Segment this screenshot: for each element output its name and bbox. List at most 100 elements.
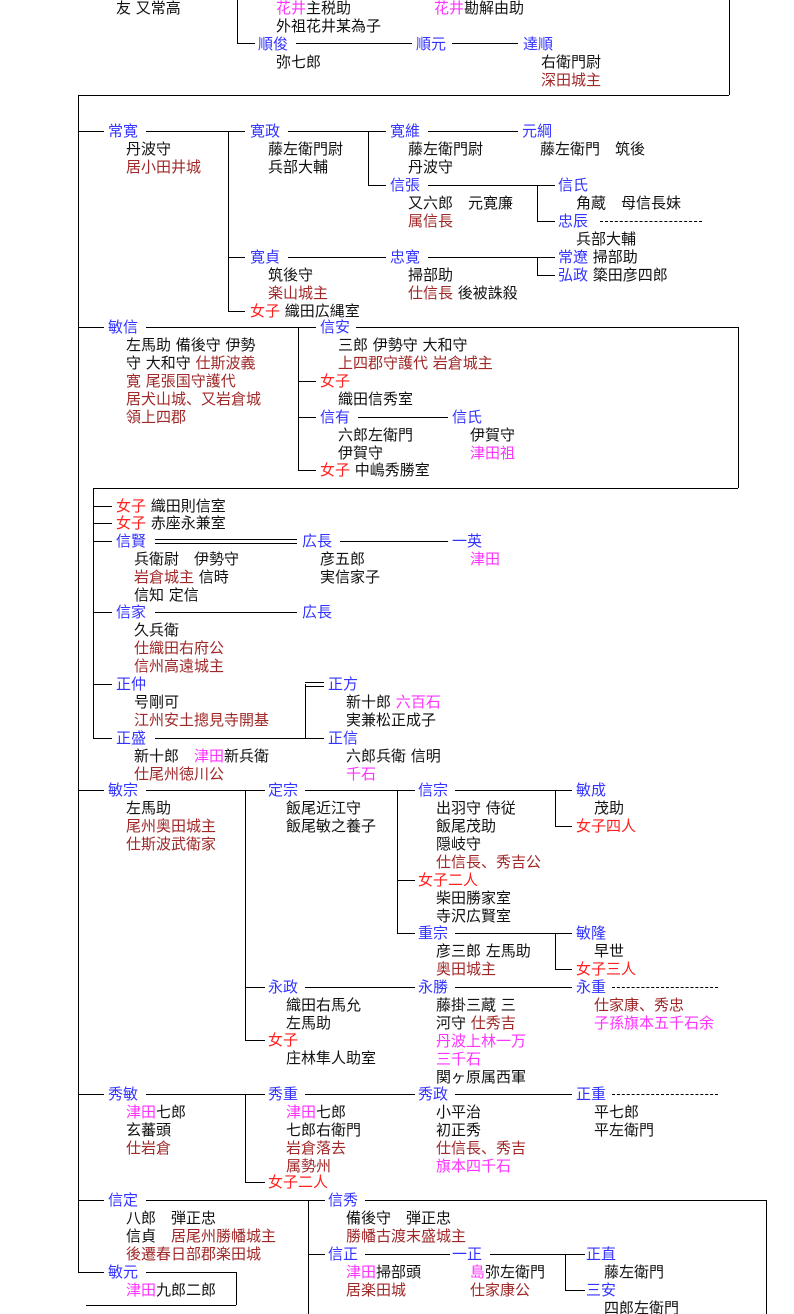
connector-line — [305, 738, 324, 739]
person-name: 信賢 — [116, 532, 146, 550]
person-name: 女子四人 — [576, 817, 636, 835]
office-text: 仕尾州徳川公 — [134, 765, 225, 783]
detail-text: 信知 定信 — [134, 586, 199, 604]
person-name: 常寛 — [108, 122, 138, 140]
person-detail: 上四郡守護代 岩倉城主 — [338, 354, 493, 372]
office-text: 仕信長 — [408, 284, 454, 302]
person-detail: 居楽田城 — [346, 1281, 406, 1299]
person-name: 女子二人 — [268, 1173, 328, 1191]
person-detail: 外祖花井某為子 — [276, 17, 381, 35]
text-segment: 弥左衛門 — [485, 1263, 546, 1281]
detail-text: 藤左衛門尉 — [268, 140, 344, 158]
text-segment: 女子 — [250, 302, 281, 320]
person-detail: 千石 — [346, 765, 376, 783]
person-detail: 河守 仕秀吉 — [436, 1014, 516, 1032]
person-detail: 筑後守 — [268, 266, 313, 284]
connector-line — [555, 933, 556, 969]
person-detail: 早世 — [594, 942, 624, 960]
office-text: 深田城主 — [541, 71, 602, 89]
connector-line — [305, 686, 324, 687]
detail-text: 号剛可 — [134, 693, 180, 711]
connector-line — [365, 1254, 450, 1255]
person-detail: 関ヶ原属西軍 — [436, 1068, 526, 1086]
text-segment: 女子 — [268, 1031, 299, 1049]
text-segment: 友 又常高 — [116, 0, 181, 17]
person-detail: 隠岐守 — [436, 835, 481, 853]
person-name: 一英 — [452, 532, 482, 550]
detail-text: 兵衛尉 伊勢守 — [134, 550, 240, 568]
connector-line — [612, 987, 718, 988]
person-detail: 初正秀 — [436, 1121, 481, 1139]
surname-highlight: 津田 — [346, 1263, 377, 1281]
name-text: 元綱 — [522, 122, 553, 140]
person-name: 秀敏 — [108, 1085, 138, 1103]
connector-line — [78, 1200, 104, 1201]
office-text: 属信長 — [408, 212, 454, 230]
office-text: 仕斯波武衛家 — [126, 835, 217, 853]
person-name: 永重 — [576, 978, 606, 996]
name-text: 達順 — [523, 35, 554, 53]
surname-highlight: 花井 — [276, 0, 307, 17]
person-detail: 仕斯波武衛家 — [126, 835, 216, 853]
person-detail: 後遷春日部郡楽田城 — [126, 1245, 261, 1263]
text-segment: 女子三人 — [576, 960, 637, 978]
connector-line — [245, 1040, 265, 1041]
connector-line — [298, 417, 316, 418]
text-segment: 織田則信室 — [146, 497, 226, 515]
name-text: 信賢 — [116, 532, 147, 550]
detail-text: 実信家子 — [320, 568, 381, 586]
person-name: 敏成 — [576, 781, 606, 799]
connector-line — [428, 257, 555, 258]
detail-text: 四郎左衛門 — [604, 1299, 680, 1314]
person-detail: 丹波上林一万 — [436, 1032, 526, 1050]
detail-text: 三郎 伊勢守 大和守 — [338, 336, 468, 354]
surname-highlight: 千石 — [346, 765, 377, 783]
person-detail: 茂助 — [594, 799, 624, 817]
detail-text: 左馬助 — [126, 799, 172, 817]
text-segment: 女子四人 — [576, 817, 637, 835]
person-detail: 角蔵 母信長妹 — [576, 194, 681, 212]
name-text: 寛政 — [250, 122, 281, 140]
person-detail: 実信家子 — [320, 568, 380, 586]
office-text: 江州安土摠見寺開基 — [134, 711, 270, 729]
detail-text: 兵部大輔 — [576, 230, 637, 248]
connector-line — [340, 541, 448, 542]
connector-line — [368, 131, 369, 185]
connector-line — [237, 43, 255, 44]
person-detail: 旗本四千石 — [436, 1157, 511, 1175]
person-detail: 仕信長、秀吉 — [436, 1139, 526, 1157]
name-text: 信有 — [320, 408, 351, 426]
connector-line — [738, 327, 739, 488]
person-name: 女子二人 — [418, 871, 478, 889]
person-detail: 仕岩倉 — [126, 1139, 171, 1157]
person-detail: 七郎右衛門 — [286, 1121, 361, 1139]
connector-line — [228, 257, 245, 258]
detail-text: 織田信秀室 — [338, 390, 414, 408]
connector-line — [146, 327, 316, 328]
text-segment: 外祖花井某為子 — [276, 17, 382, 35]
detail-text: 隠岐守 — [436, 835, 482, 853]
connector-line — [245, 790, 246, 1040]
person-name: 花井主税助 — [276, 0, 351, 17]
name-text: 信安 — [320, 318, 351, 336]
detail-text: 伊賀守 — [338, 444, 384, 462]
connector-line — [305, 987, 415, 988]
office-text: 寛 尾張国守護代 — [126, 372, 236, 390]
person-detail: 仕信長 後被誅殺 — [408, 284, 518, 302]
connector-line — [555, 790, 556, 826]
name-text: 信家 — [116, 603, 147, 621]
person-name: 敏元 — [108, 1263, 138, 1281]
connector-line — [356, 327, 738, 328]
office-text: 居尾州勝幡城主 — [171, 1227, 277, 1245]
person-detail: 兵部大輔 — [268, 158, 328, 176]
connector-line — [78, 95, 79, 1272]
connector-line — [93, 506, 112, 507]
connector-line — [86, 1305, 236, 1306]
text-segment: 赤座永兼室 — [146, 514, 226, 532]
name-text: 順元 — [416, 35, 447, 53]
connector-line — [93, 612, 112, 613]
person-name: 信安 — [320, 318, 350, 336]
office-text: 信州高遠城主 — [134, 657, 225, 675]
name-text: 敏宗 — [108, 781, 139, 799]
